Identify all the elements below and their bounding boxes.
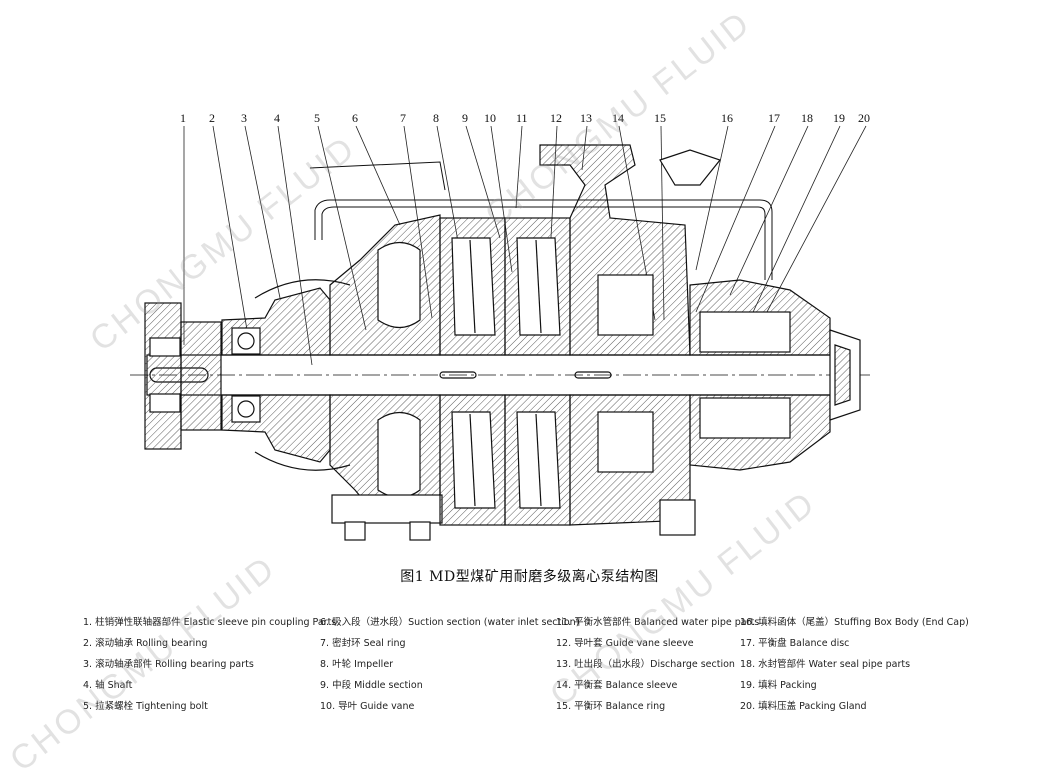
callout-19: 19 [833, 111, 845, 125]
legend-item: 13. 吐出段（出水段）Discharge section [556, 659, 735, 670]
middle-sections [439, 217, 571, 526]
callout-10: 10 [484, 111, 496, 125]
callout-18: 18 [801, 111, 813, 125]
callout-3: 3 [241, 111, 247, 125]
legend-item: 9. 中段 Middle section [320, 680, 423, 691]
legend-item: 14. 平衡套 Balance sleeve [556, 680, 678, 691]
legend-item: 7. 密封环 Seal ring [320, 638, 406, 649]
legend-item: 17. 平衡盘 Balance disc [740, 638, 850, 649]
callout-12: 12 [550, 111, 562, 125]
callout-15: 15 [654, 111, 666, 125]
callout-8: 8 [433, 111, 439, 125]
legend-item: 6. 吸入段（进水段）Suction section (water inlet … [320, 617, 580, 628]
legend-item: 2. 滚动轴承 Rolling bearing [83, 638, 208, 649]
legend-item: 4. 轴 Shaft [83, 680, 133, 691]
legend-item: 10. 导叶 Guide vane [320, 701, 415, 712]
callout-7: 7 [400, 111, 406, 125]
callout-2: 2 [209, 111, 215, 125]
figure-caption: 图1 MD型煤矿用耐磨多级离心泵结构图 [400, 569, 659, 585]
callout-5: 5 [314, 111, 320, 125]
legend-item: 20. 填料压盖 Packing Gland [740, 701, 867, 712]
balance-and-stuffing-box [689, 279, 861, 471]
discharge-section [539, 144, 722, 536]
legend-item: 16. 填料函体（尾盖）Stuffing Box Body (End Cap) [740, 617, 969, 628]
callout-9: 9 [462, 111, 468, 125]
legend-item: 12. 导叶套 Guide vane sleeve [556, 638, 694, 649]
legend-item: 18. 水封管部件 Water seal pipe parts [740, 659, 911, 670]
legend-item: 1. 柱销弹性联轴器部件 Elastic sleeve pin coupling… [83, 617, 337, 628]
callout-13: 13 [580, 111, 592, 125]
callout-4: 4 [274, 111, 280, 125]
callout-17: 17 [768, 111, 780, 125]
coupling [144, 302, 222, 450]
legend-item: 3. 滚动轴承部件 Rolling bearing parts [83, 659, 254, 670]
legend-item: 5. 拉紧螺栓 Tightening bolt [83, 701, 208, 712]
suction-section [329, 214, 443, 541]
balance-water-pipe [309, 161, 773, 280]
callout-16: 16 [721, 111, 733, 125]
legend-item: 11. 平衡水管部件 Balanced water pipe parts [556, 617, 760, 628]
callout-1: 1 [180, 111, 186, 125]
callout-6: 6 [352, 111, 358, 125]
legend-item: 15. 平衡环 Balance ring [556, 701, 666, 712]
shaft [130, 354, 870, 396]
callout-14: 14 [612, 111, 624, 125]
callout-20: 20 [858, 111, 870, 125]
legend-item: 8. 叶轮 Impeller [320, 659, 394, 670]
callout-11: 11 [516, 111, 528, 125]
legend-item: 19. 填料 Packing [740, 680, 817, 691]
